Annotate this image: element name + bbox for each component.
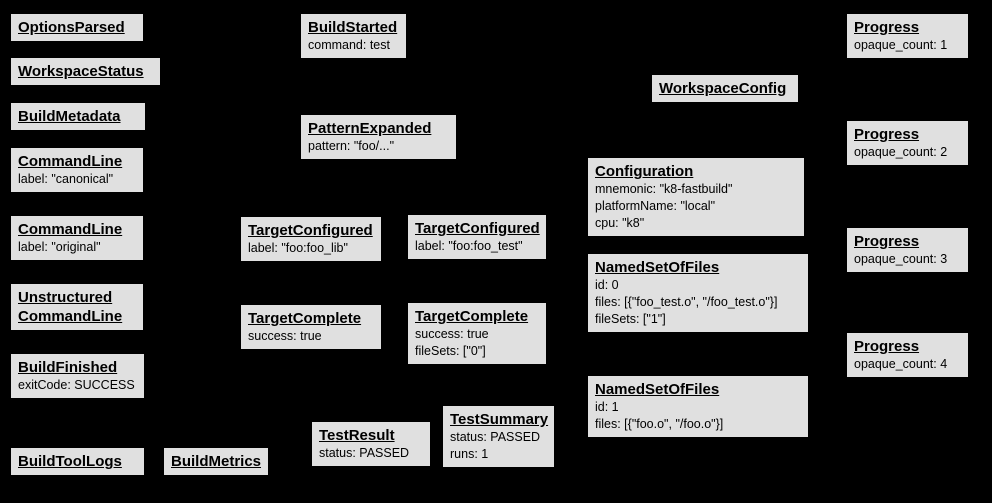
node-field: mnemonic: "k8-fastbuild" bbox=[595, 182, 733, 196]
node-field: opaque_count: 4 bbox=[854, 357, 948, 371]
node-progress-4: Progress opaque_count: 4 bbox=[846, 332, 969, 378]
node-field: status: PASSED bbox=[319, 446, 410, 460]
node-title: BuildStarted bbox=[308, 19, 398, 36]
node-field: success: true bbox=[415, 327, 489, 341]
node-title: TargetConfigured bbox=[415, 220, 540, 237]
node-title: Progress bbox=[854, 233, 920, 250]
node-pattern-expanded: PatternExpanded pattern: "foo/..." bbox=[300, 114, 457, 160]
node-build-tool-logs: BuildToolLogs bbox=[10, 447, 145, 476]
node-workspace-status: WorkspaceStatus bbox=[10, 57, 161, 86]
node-field: platformName: "local" bbox=[595, 199, 716, 213]
node-target-configured-foo-lib: TargetConfigured label: "foo:foo_lib" bbox=[240, 216, 382, 262]
node-title: TestResult bbox=[319, 427, 395, 444]
node-options-parsed: OptionsParsed bbox=[10, 13, 144, 42]
node-configuration: Configuration mnemonic: "k8-fastbuild" p… bbox=[587, 157, 805, 237]
node-field: label: "canonical" bbox=[18, 172, 114, 186]
node-field: command: test bbox=[308, 38, 390, 52]
node-build-finished: BuildFinished exitCode: SUCCESS bbox=[10, 353, 145, 399]
node-title: BuildMetrics bbox=[171, 453, 262, 470]
node-target-complete-foo-test: TargetComplete success: true fileSets: [… bbox=[407, 302, 547, 365]
node-title: Progress bbox=[854, 338, 920, 355]
node-title: PatternExpanded bbox=[308, 120, 432, 137]
node-field: opaque_count: 2 bbox=[854, 145, 948, 159]
node-title: Configuration bbox=[595, 163, 694, 180]
node-title: TargetComplete bbox=[248, 310, 362, 327]
node-field: runs: 1 bbox=[450, 447, 489, 461]
node-field: id: 1 bbox=[595, 400, 619, 414]
node-field: cpu: "k8" bbox=[595, 216, 645, 230]
node-title: TestSummary bbox=[450, 411, 549, 428]
node-target-complete-foo-lib: TargetComplete success: true bbox=[240, 304, 382, 350]
node-field: files: [{"foo_test.o", "/foo_test.o"}] bbox=[595, 295, 778, 309]
node-title: BuildFinished bbox=[18, 359, 118, 376]
node-field: files: [{"foo.o", "/foo.o"}] bbox=[595, 417, 724, 431]
node-title: TargetComplete bbox=[415, 308, 529, 325]
node-test-summary: TestSummary status: PASSED runs: 1 bbox=[442, 405, 555, 468]
node-title: CommandLine bbox=[18, 221, 123, 238]
node-named-set-of-files-1: NamedSetOfFiles id: 1 files: [{"foo.o", … bbox=[587, 375, 809, 438]
node-field: label: "original" bbox=[18, 240, 101, 254]
node-field: exitCode: SUCCESS bbox=[18, 378, 135, 392]
node-field: label: "foo:foo_test" bbox=[415, 239, 523, 253]
node-field: status: PASSED bbox=[450, 430, 541, 444]
node-named-set-of-files-0: NamedSetOfFiles id: 0 files: [{"foo_test… bbox=[587, 253, 809, 333]
node-progress-3: Progress opaque_count: 3 bbox=[846, 227, 969, 273]
node-title: Progress bbox=[854, 19, 920, 36]
node-progress-2: Progress opaque_count: 2 bbox=[846, 120, 969, 166]
node-title: CommandLine bbox=[18, 153, 123, 170]
node-title: BuildToolLogs bbox=[18, 453, 122, 470]
node-title: NamedSetOfFiles bbox=[595, 381, 720, 398]
node-field: opaque_count: 3 bbox=[854, 252, 948, 266]
node-field: pattern: "foo/..." bbox=[308, 139, 395, 153]
node-title: WorkspaceConfig bbox=[659, 80, 787, 97]
node-progress-1: Progress opaque_count: 1 bbox=[846, 13, 969, 59]
node-command-line-original: CommandLine label: "original" bbox=[10, 215, 144, 261]
node-build-metrics: BuildMetrics bbox=[163, 447, 269, 476]
node-workspace-config: WorkspaceConfig bbox=[651, 74, 799, 103]
node-title: Progress bbox=[854, 126, 920, 143]
node-command-line-canonical: CommandLine label: "canonical" bbox=[10, 147, 144, 193]
node-title: Unstructured CommandLine bbox=[18, 289, 123, 325]
node-title: NamedSetOfFiles bbox=[595, 259, 720, 276]
node-title: OptionsParsed bbox=[18, 19, 125, 36]
node-unstructured-command-line: Unstructured CommandLine bbox=[10, 283, 144, 331]
node-title: BuildMetadata bbox=[18, 108, 121, 125]
node-field: id: 0 bbox=[595, 278, 619, 292]
node-title: WorkspaceStatus bbox=[18, 63, 144, 80]
node-test-result: TestResult status: PASSED bbox=[311, 421, 431, 467]
node-field: success: true bbox=[248, 329, 322, 343]
node-field: fileSets: ["1"] bbox=[595, 312, 666, 326]
node-target-configured-foo-test: TargetConfigured label: "foo:foo_test" bbox=[407, 214, 547, 260]
node-field: fileSets: ["0"] bbox=[415, 344, 486, 358]
node-title: TargetConfigured bbox=[248, 222, 373, 239]
node-build-metadata: BuildMetadata bbox=[10, 102, 146, 131]
node-field: opaque_count: 1 bbox=[854, 38, 948, 52]
node-build-started: BuildStarted command: test bbox=[300, 13, 407, 59]
node-field: label: "foo:foo_lib" bbox=[248, 241, 348, 255]
